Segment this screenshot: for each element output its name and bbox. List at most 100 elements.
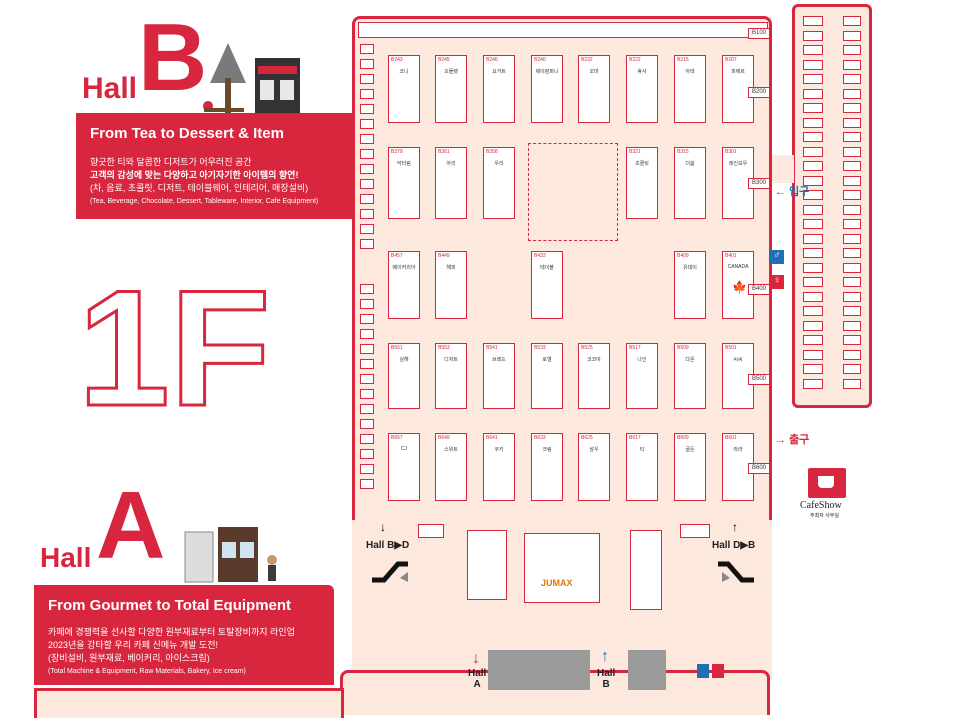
side-hall-booth[interactable]: [803, 146, 823, 157]
left-side-booth[interactable]: [360, 149, 374, 159]
left-side-booth[interactable]: [360, 239, 374, 249]
side-hall-booth[interactable]: [803, 117, 823, 128]
side-hall-booth[interactable]: [803, 233, 823, 244]
side-hall-booth[interactable]: [803, 306, 823, 316]
left-side-booth[interactable]: [360, 389, 374, 399]
side-hall-booth[interactable]: [843, 349, 861, 360]
side-hall-booth[interactable]: [803, 364, 823, 374]
booth-s131[interactable]: [467, 530, 507, 600]
side-hall-booth[interactable]: [843, 219, 861, 229]
left-side-booth[interactable]: [360, 464, 374, 474]
booth-b101[interactable]: [680, 524, 710, 538]
side-hall-booth[interactable]: [843, 248, 861, 258]
side-hall-booth[interactable]: [843, 378, 861, 389]
side-hall-booth[interactable]: [803, 30, 823, 41]
side-hall-booth[interactable]: [803, 219, 823, 229]
side-hall-booth[interactable]: [803, 161, 823, 171]
side-hall-booth[interactable]: [843, 204, 861, 215]
left-side-booth[interactable]: [360, 374, 374, 384]
booth-s111[interactable]: JUMAX: [524, 533, 600, 603]
side-hall-booth[interactable]: [843, 306, 861, 316]
side-hall-booth[interactable]: [843, 262, 861, 273]
left-side-booth[interactable]: [360, 479, 374, 489]
side-hall-booth[interactable]: [803, 204, 823, 215]
left-side-booth[interactable]: [360, 104, 374, 114]
side-hall-booth[interactable]: [803, 16, 823, 26]
side-hall-booth[interactable]: [843, 291, 861, 302]
side-hall-booth[interactable]: [803, 175, 823, 186]
left-side-booth[interactable]: [360, 44, 374, 54]
side-hall-booth[interactable]: [843, 103, 861, 113]
side-hall-booth[interactable]: [843, 335, 861, 345]
side-hall-booth[interactable]: [843, 320, 861, 331]
side-hall-booth[interactable]: [843, 45, 861, 55]
left-side-booth[interactable]: [360, 419, 374, 429]
side-hall-booth[interactable]: [803, 378, 823, 389]
left-side-booth[interactable]: [360, 89, 374, 99]
side-hall-booth[interactable]: [843, 277, 861, 287]
side-hall-booth[interactable]: [843, 117, 861, 128]
side-hall-booth[interactable]: [843, 30, 861, 41]
left-side-booth[interactable]: [360, 209, 374, 219]
left-side-booth[interactable]: [360, 359, 374, 369]
left-side-booth[interactable]: [360, 344, 374, 354]
side-hall-booth[interactable]: [843, 190, 861, 200]
side-hall-booth[interactable]: [803, 349, 823, 360]
side-hall-booth[interactable]: [803, 190, 823, 200]
booth-s101[interactable]: [630, 530, 662, 610]
left-side-booth[interactable]: [360, 119, 374, 129]
side-hall-booth[interactable]: [843, 16, 861, 26]
side-hall-booth[interactable]: [803, 291, 823, 302]
side-hall-booth[interactable]: [843, 59, 861, 70]
side-hall-booth[interactable]: [803, 262, 823, 273]
side-hall-booth[interactable]: [803, 335, 823, 345]
side-hall-booth[interactable]: [843, 146, 861, 157]
left-side-booth[interactable]: [360, 74, 374, 84]
side-hall-booth[interactable]: [803, 74, 823, 84]
side-hall-booth[interactable]: [843, 233, 861, 244]
side-hall-booth[interactable]: [803, 320, 823, 331]
left-side-booth[interactable]: [360, 299, 374, 309]
side-hall-booth[interactable]: [843, 132, 861, 142]
left-side-booth[interactable]: [360, 404, 374, 414]
side-hall-booth[interactable]: [843, 88, 861, 99]
side-hall-booth[interactable]: [803, 132, 823, 142]
left-side-booth[interactable]: [360, 314, 374, 324]
side-hall-booth[interactable]: [803, 248, 823, 258]
side-hall-booth[interactable]: [803, 59, 823, 70]
side-hall-booth[interactable]: [803, 45, 823, 55]
left-side-booth[interactable]: [360, 329, 374, 339]
left-side-booth[interactable]: [360, 449, 374, 459]
side-hall-booth[interactable]: [843, 161, 861, 171]
side-hall-booth[interactable]: [843, 175, 861, 186]
side-hall-booth[interactable]: [803, 88, 823, 99]
side-hall-booth[interactable]: [843, 364, 861, 374]
side-hall-booth[interactable]: [843, 74, 861, 84]
booth-b167[interactable]: [418, 524, 444, 538]
